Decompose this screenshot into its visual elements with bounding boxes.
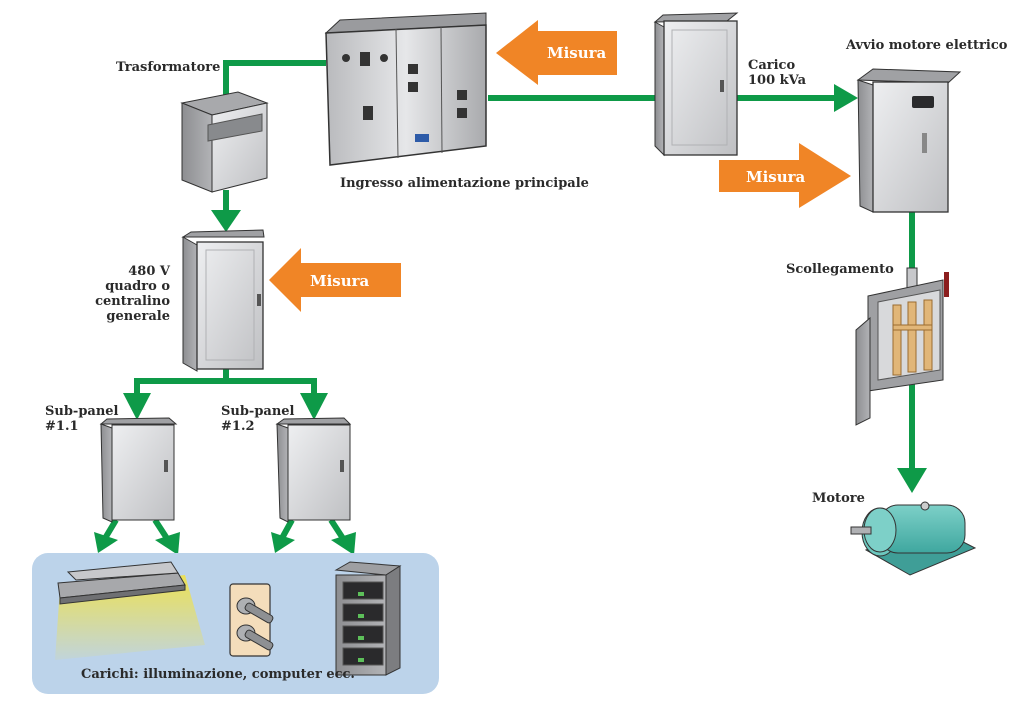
server-rack-icon (334, 561, 402, 676)
flow-arrowheads (94, 84, 927, 555)
measure-arrow-motor-starter: Misura (719, 143, 851, 208)
transformer-label: Trasformatore (116, 60, 221, 75)
load-label: Carico 100 kVa (748, 58, 806, 88)
arrowhead-sub2-right (331, 532, 356, 555)
light-fixture-icon (55, 561, 205, 660)
flow-line-switchgear-to-transformer (223, 60, 326, 96)
electrical-cabinet-icon (653, 12, 739, 157)
subpanel-1-label-line-2: #1.1 (45, 419, 79, 434)
arrowhead-to-subpanel-1 (123, 393, 151, 420)
main-panel-label-line-1: 480 V (128, 264, 170, 279)
disconnect-label: Scollegamento (786, 262, 894, 277)
flow-line-panel-to-subpanels (134, 368, 229, 398)
subpanel-2-label: Sub-panel #1.2 (221, 404, 295, 434)
subpanel-2-label-line-1: Sub-panel (221, 404, 295, 419)
arrowhead-sub1-left (94, 532, 118, 553)
measure-arrow-switchgear: Misura (496, 20, 617, 85)
arrowhead-sub2-left (271, 532, 295, 553)
arrowhead-to-subpanel-2 (300, 393, 328, 420)
main-panel-label-line-3: centralino (95, 294, 170, 309)
disconnect-switch-icon (855, 267, 949, 426)
measure-arrow-main-panel: Misura (269, 248, 401, 312)
arrowhead-to-main-panel (211, 210, 241, 232)
subpanel-1-label: Sub-panel #1.1 (45, 404, 119, 434)
subpanel-1-label-line-1: Sub-panel (45, 404, 119, 419)
subpanel-icon (275, 417, 352, 523)
subpanel-2-label-line-2: #1.2 (221, 419, 255, 434)
load-label-line-2: 100 kVa (748, 73, 806, 88)
subpanel-icon (99, 417, 178, 523)
flow-lines (101, 60, 915, 542)
measure-arrow-label: Misura (746, 168, 806, 186)
motor-starter-cabinet-icon (856, 68, 962, 213)
main-panel-label: 480 V quadro o centralino generale (95, 264, 170, 324)
loads-caption: Carichi: illuminazione, computer ecc. (81, 667, 355, 682)
measure-arrow-label: Misura (310, 272, 370, 290)
measure-arrow-label: Misura (547, 44, 607, 62)
motor-label: Motore (812, 491, 865, 506)
motor-starter-label: Avvio motore elettrico (846, 38, 1008, 53)
main-panel-label-line-2: quadro o (105, 279, 170, 294)
load-label-line-1: Carico (748, 58, 796, 73)
power-outlet-icon (229, 583, 274, 657)
flow-line-panel-to-subpanel-2 (226, 378, 317, 398)
transformer-icon (180, 91, 269, 193)
arrowhead-to-starter (834, 84, 858, 112)
arrowhead-sub1-right (155, 532, 180, 555)
arrowhead-to-motor (897, 468, 927, 493)
main-panel-label-line-4: generale (106, 309, 170, 324)
electric-motor-icon (850, 501, 977, 576)
switchgear-icon (324, 12, 487, 166)
electrical-panel-icon (181, 229, 265, 372)
main-power-label: Ingresso alimentazione principale (340, 176, 589, 191)
